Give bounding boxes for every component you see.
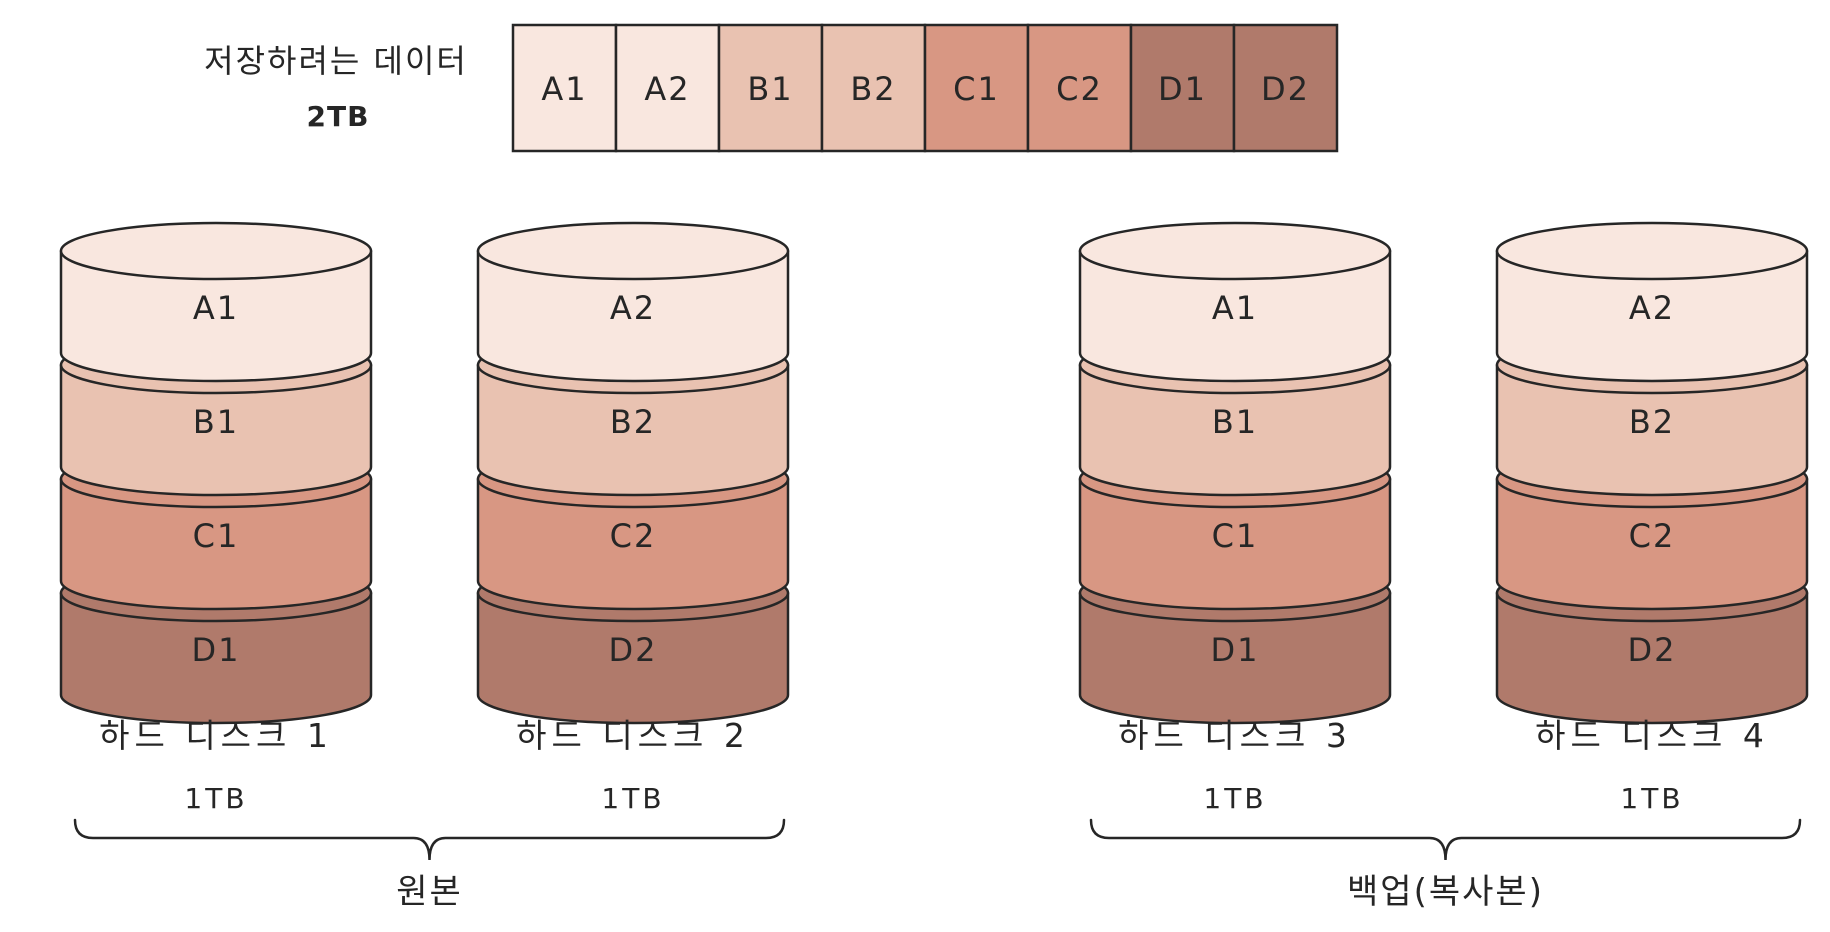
data-to-store-label: 저장하려는 데이터 [204, 42, 468, 80]
disk-layer: A2 [478, 223, 788, 381]
data-to-store-size: 2TB [307, 100, 370, 133]
data-block: C1 [925, 25, 1028, 151]
data-block: A2 [616, 25, 719, 151]
hard-disk-1: D1 C1 B1 A1 하드 디스크 1 1TB [61, 223, 371, 815]
hard-disk-2: D2 C2 B2 A2 하드 디스크 2 1TB [478, 223, 788, 815]
data-block-label: C2 [1056, 70, 1103, 108]
disk-layer-top [61, 223, 371, 279]
disk-name: 하드 디스크 3 [1118, 716, 1352, 755]
disk-name: 하드 디스크 2 [516, 716, 750, 755]
disk-layer-label: D2 [609, 631, 658, 669]
disk-layer-label: B1 [193, 403, 239, 441]
data-block-label: B1 [747, 70, 793, 108]
data-block: D1 [1131, 25, 1234, 151]
brace-line [1091, 820, 1800, 860]
group-label: 백업(복사본) [1347, 872, 1544, 912]
disk-layer-label: D1 [192, 631, 241, 669]
data-block-label: D1 [1158, 70, 1207, 108]
disk-layer-label: C1 [1212, 517, 1259, 555]
disk-capacity: 1TB [601, 782, 664, 815]
disk-layer-top [478, 223, 788, 279]
disk-layer-top [1080, 223, 1390, 279]
group-brace: 원본 [75, 820, 784, 912]
disk-capacity: 1TB [1203, 782, 1266, 815]
data-block-strip: A1 A2 B1 B2 C1 C2 D1 D2 [513, 25, 1337, 151]
brace-line [75, 820, 784, 860]
hard-disk-4: D2 C2 B2 A2 하드 디스크 4 1TB [1497, 223, 1807, 815]
disk-layer: A1 [61, 223, 371, 381]
data-block-label: D2 [1261, 70, 1310, 108]
disk-layer-top [1497, 223, 1807, 279]
disk-name: 하드 디스크 4 [1535, 716, 1769, 755]
disk-layer-label: B2 [1629, 403, 1675, 441]
disk-layer-label: A2 [1629, 289, 1675, 327]
disk-capacity: 1TB [1620, 782, 1683, 815]
disk-layer-label: A2 [610, 289, 656, 327]
disk-layer-label: C2 [1629, 517, 1676, 555]
group-brace: 백업(복사본) [1091, 820, 1800, 912]
disk-layer-label: D2 [1628, 631, 1677, 669]
disk-layer-label: A1 [1212, 289, 1258, 327]
disk-layer-label: C2 [610, 517, 657, 555]
group-brackets: 원본 백업(복사본) [75, 820, 1800, 912]
disk-layer-label: C1 [193, 517, 240, 555]
data-block-label: C1 [953, 70, 1000, 108]
data-block: B2 [822, 25, 925, 151]
disk-layer: A1 [1080, 223, 1390, 381]
disk-layer-label: B2 [610, 403, 656, 441]
disk-layer-label: B1 [1212, 403, 1258, 441]
data-block: A1 [513, 25, 616, 151]
disk-layer-label: D1 [1211, 631, 1260, 669]
disk-capacity: 1TB [184, 782, 247, 815]
data-block: D2 [1234, 25, 1337, 151]
data-block-label: A2 [644, 70, 690, 108]
group-label: 원본 [396, 872, 463, 912]
disk-name: 하드 디스크 1 [99, 716, 333, 755]
hard-disk-3: D1 C1 B1 A1 하드 디스크 3 1TB [1080, 223, 1390, 815]
data-block: B1 [719, 25, 822, 151]
data-block: C2 [1028, 25, 1131, 151]
data-block-label: A1 [541, 70, 587, 108]
data-block-label: B2 [850, 70, 896, 108]
disk-layer: A2 [1497, 223, 1807, 381]
disk-layer-label: A1 [193, 289, 239, 327]
